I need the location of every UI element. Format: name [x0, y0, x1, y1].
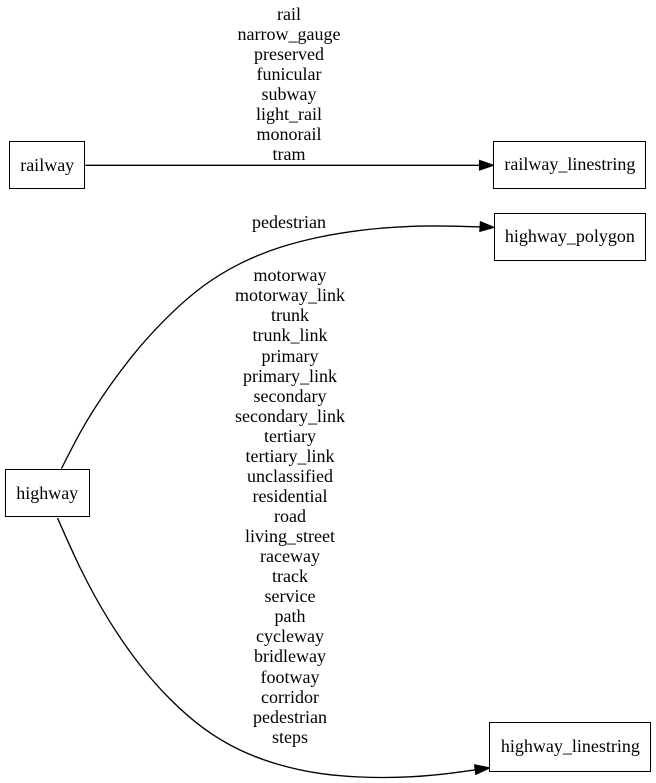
arrowhead-highway-linestring-icon: [473, 764, 492, 776]
node-railway-linestring-label: railway_linestring: [504, 154, 636, 175]
node-railway: railway: [9, 141, 86, 189]
arrowhead-railway-linestring-icon: [478, 159, 496, 171]
node-highway: highway: [4, 468, 90, 518]
edge-label-railway-values: rail narrow_gauge preserved funicular su…: [237, 3, 341, 165]
node-railway-linestring: railway_linestring: [493, 140, 647, 189]
node-railway-label: railway: [20, 154, 75, 175]
arrowhead-highway-polygon-icon: [479, 220, 496, 233]
edge-label-highway-linestring-values: motorway motorway_link trunk trunk_link …: [235, 265, 345, 747]
node-highway-polygon: highway_polygon: [493, 212, 646, 261]
node-highway-linestring: highway_linestring: [489, 722, 652, 772]
node-highway-label: highway: [16, 482, 79, 503]
node-highway-polygon-label: highway_polygon: [504, 226, 635, 247]
edge-label-highway-polygon-values: pedestrian: [252, 211, 326, 232]
edge-highway-to-highway-polygon: [60, 225, 481, 469]
edge-highway-to-highway-linestring: [56, 517, 476, 779]
node-highway-linestring-label: highway_linestring: [500, 736, 640, 757]
